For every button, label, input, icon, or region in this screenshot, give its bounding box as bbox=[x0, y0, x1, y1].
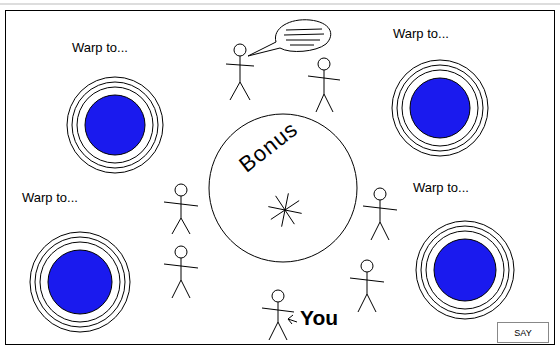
portal-core bbox=[434, 239, 496, 301]
portal-rings bbox=[390, 58, 490, 158]
say-button: SAY bbox=[497, 322, 549, 343]
player-label: You bbox=[300, 306, 338, 330]
warp-label: Warp to... bbox=[22, 190, 78, 205]
portal-ring bbox=[402, 70, 478, 146]
portal-ring bbox=[40, 242, 120, 322]
play-area-frame bbox=[6, 11, 555, 345]
portal-ring bbox=[397, 65, 483, 151]
portal-rings bbox=[65, 75, 165, 175]
speech-bubble bbox=[248, 20, 331, 56]
portal-ring bbox=[35, 237, 125, 327]
portal-ring bbox=[416, 221, 514, 319]
warp-label: Warp to... bbox=[413, 180, 469, 195]
warp-portal: Warp to... bbox=[414, 219, 516, 321]
bonus-ring bbox=[209, 114, 357, 262]
portal-rings bbox=[414, 219, 516, 321]
bonus-circle: Bonus bbox=[208, 113, 358, 263]
portal-ring bbox=[72, 82, 158, 168]
stick-figures bbox=[164, 44, 397, 340]
portal-ring bbox=[77, 87, 153, 163]
warp-portal: Warp to... bbox=[28, 230, 132, 334]
warp-label: Warp to... bbox=[72, 40, 128, 55]
portal-rings bbox=[28, 230, 132, 334]
portal-ring bbox=[421, 226, 509, 314]
warp-portal: Warp to... bbox=[390, 58, 490, 158]
button-label: SAY bbox=[514, 328, 531, 338]
bonus-star bbox=[268, 193, 301, 226]
portal-ring bbox=[67, 77, 163, 173]
portal-ring bbox=[426, 231, 504, 309]
portal-ring bbox=[392, 60, 488, 156]
portal-ring bbox=[30, 232, 130, 332]
portal-core bbox=[48, 250, 112, 314]
warp-portal: Warp to... bbox=[65, 75, 165, 175]
portal-core bbox=[410, 78, 470, 138]
you-arrow bbox=[288, 315, 297, 324]
warp-label: Warp to... bbox=[393, 26, 449, 41]
portal-core bbox=[85, 95, 145, 155]
top-strip bbox=[0, 4, 560, 5]
